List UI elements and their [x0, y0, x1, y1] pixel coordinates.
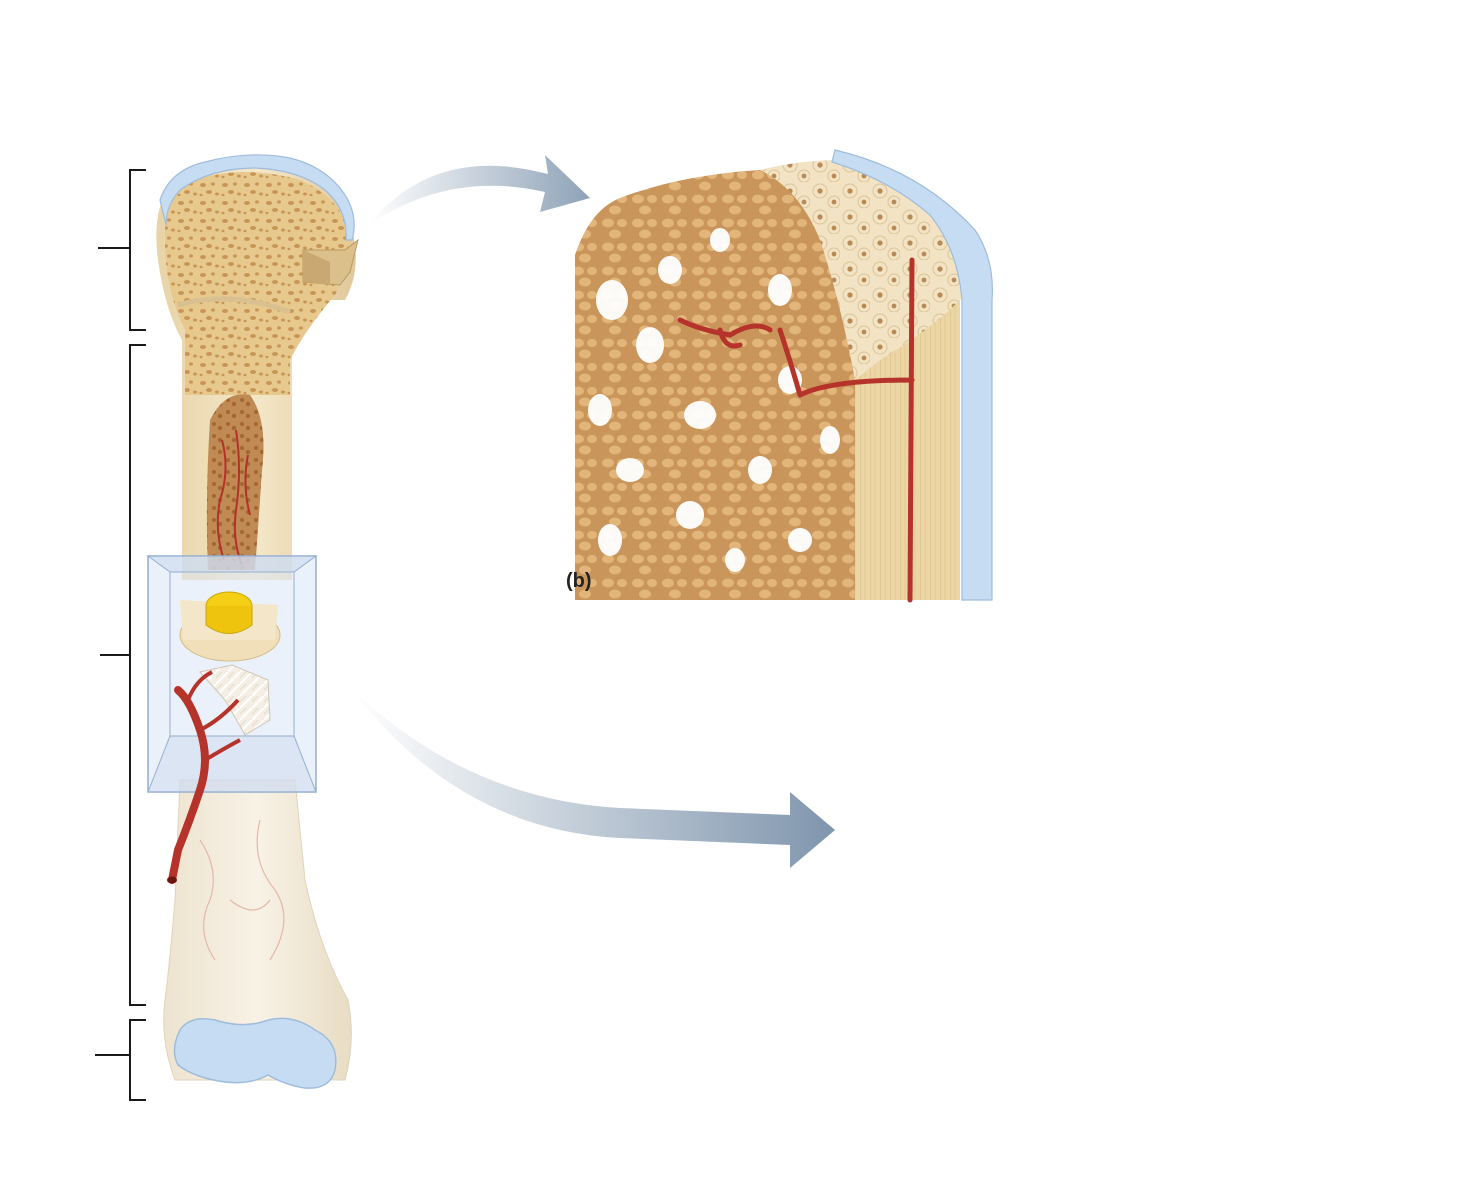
- compact-bone-top: [760, 160, 985, 380]
- magnification-arrows: [352, 155, 835, 868]
- medullary-cavity: [206, 394, 264, 570]
- periosteum-layer: [831, 149, 993, 601]
- magnified-region-box: [146, 555, 318, 884]
- bracket-proximal: [98, 169, 146, 331]
- panel-b-label: (b): [566, 570, 592, 592]
- arrow-to-panel-b: [368, 155, 590, 225]
- bracket-diaphysis: [100, 344, 146, 1006]
- distal-articular-cartilage: [173, 1017, 337, 1089]
- epiphyseal-line: [177, 296, 291, 315]
- long-bone-illustration: [146, 154, 359, 1089]
- bracket-distal: [95, 1019, 146, 1101]
- spongy-bone-region: [165, 172, 350, 395]
- spongy-bone-block: [575, 149, 993, 603]
- arrow-to-panel-c: [352, 690, 835, 868]
- mini-artery: [168, 686, 209, 884]
- spongy-artery: [677, 257, 915, 603]
- bone-shaft-lower: [163, 779, 352, 1081]
- compact-bone-wall: [855, 300, 960, 600]
- proximal-articular-cartilage: [159, 154, 355, 241]
- region-brackets: [95, 169, 146, 1101]
